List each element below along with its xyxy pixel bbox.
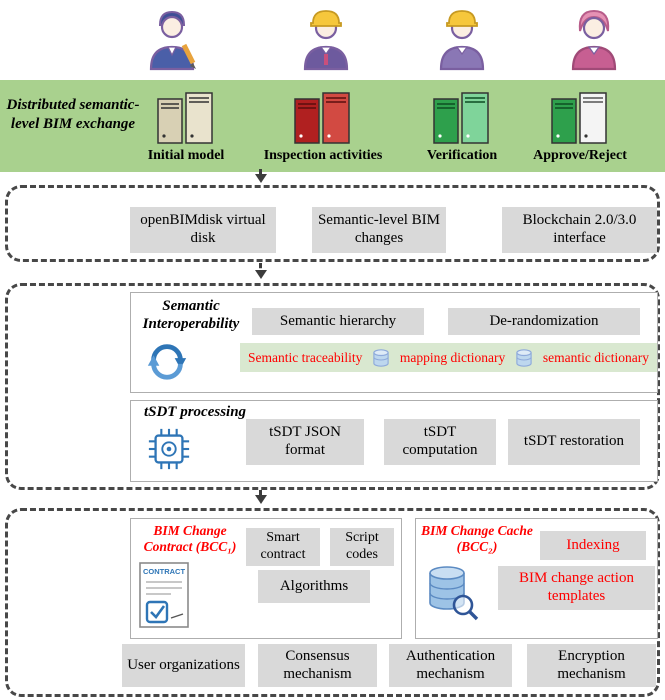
tsdt-processing-title: tSDT processing [143, 404, 247, 420]
stage-approve-reject: Approve/Reject [516, 84, 644, 164]
contract-document-icon: CONTRACT [137, 560, 191, 635]
server-pair-icon-inspection [255, 84, 391, 146]
server-pair-icon-approve [516, 84, 644, 146]
box-bim-change-action-templates: BIM change action templates [498, 566, 655, 610]
blockchain-layer-frame [5, 508, 660, 697]
connector-storage-to-semantic [254, 263, 267, 279]
banner-title: Distributed semantic-level BIM exchange [6, 97, 140, 132]
stage-inspection-activities: Inspection activities [255, 84, 391, 164]
semantic-layer-frame [5, 283, 660, 490]
mapping-dictionary-db-icon [373, 348, 389, 367]
verifier-person-icon [436, 5, 488, 73]
tsdt-chip-icon [146, 426, 192, 477]
stage-label-inspection-activities: Inspection activities [263, 148, 383, 163]
stage-initial-model: Initial model [122, 84, 250, 164]
designer-person-icon [146, 5, 198, 73]
cache-database-search-icon [424, 563, 480, 628]
semantic-dictionary-db-icon [516, 348, 532, 367]
box-tsdt-computation: tSDT computation [384, 419, 496, 465]
inspector-person-icon [300, 5, 352, 73]
box-tsdt-restoration: tSDT restoration [508, 419, 640, 465]
stage-label-verification: Verification [426, 148, 498, 163]
box-algorithms: Algorithms [258, 570, 370, 603]
storage-layer-frame [5, 185, 660, 262]
stage-verification: Verification [396, 84, 528, 164]
exchange-banner: Distributed semantic-level BIM exchange … [0, 80, 665, 172]
strip-semantic-traceability: Semantic traceability [248, 349, 363, 365]
semantic-interoperability-title: Semantic Interoperability [142, 298, 240, 332]
box-consensus-mechanism: Consensus mechanism [258, 644, 377, 687]
box-de-randomization: De-randomization [448, 308, 640, 335]
box-tsdt-json-format: tSDT JSON format [246, 419, 364, 465]
server-pair-icon-verification [396, 84, 528, 146]
box-authentication-mechanism: Authentication mechanism [389, 644, 512, 687]
approver-person-icon [568, 5, 620, 73]
box-encryption-mechanism: Encryption mechanism [527, 644, 656, 687]
box-semantic-level-bim-changes: Semantic-level BIM changes [312, 207, 446, 253]
strip-mapping-dictionary: mapping dictionary [399, 349, 506, 365]
bcc1-title: BIM Change Contract (BCC₁) [143, 523, 237, 555]
connector-banner-to-storage [254, 169, 267, 183]
box-script-codes: Script codes [330, 528, 394, 566]
box-openbimdisk-virtual-disk: openBIMdisk virtual disk [130, 207, 276, 253]
stage-label-approve-reject: Approve/Reject [533, 148, 627, 163]
server-pair-icon-initial [122, 84, 250, 146]
connector-semantic-to-blockchain [254, 490, 267, 504]
bcc2-title: BIM Change Cache (BCC₂) [421, 523, 533, 555]
box-smart-contract: Smart contract [246, 528, 320, 566]
box-indexing: Indexing [540, 531, 646, 560]
interoperability-cycle-icon [144, 337, 190, 388]
svg-text:CONTRACT: CONTRACT [143, 567, 185, 576]
box-semantic-hierarchy: Semantic hierarchy [252, 308, 424, 335]
strip-semantic-dictionary: semantic dictionary [542, 349, 649, 365]
box-user-organizations: User organizations [122, 644, 245, 687]
box-blockchain-interface: Blockchain 2.0/3.0 interface [502, 207, 657, 253]
traceability-strip: Semantic traceability mapping dictionary… [240, 343, 657, 372]
stage-label-initial-model: Initial model [147, 148, 225, 163]
